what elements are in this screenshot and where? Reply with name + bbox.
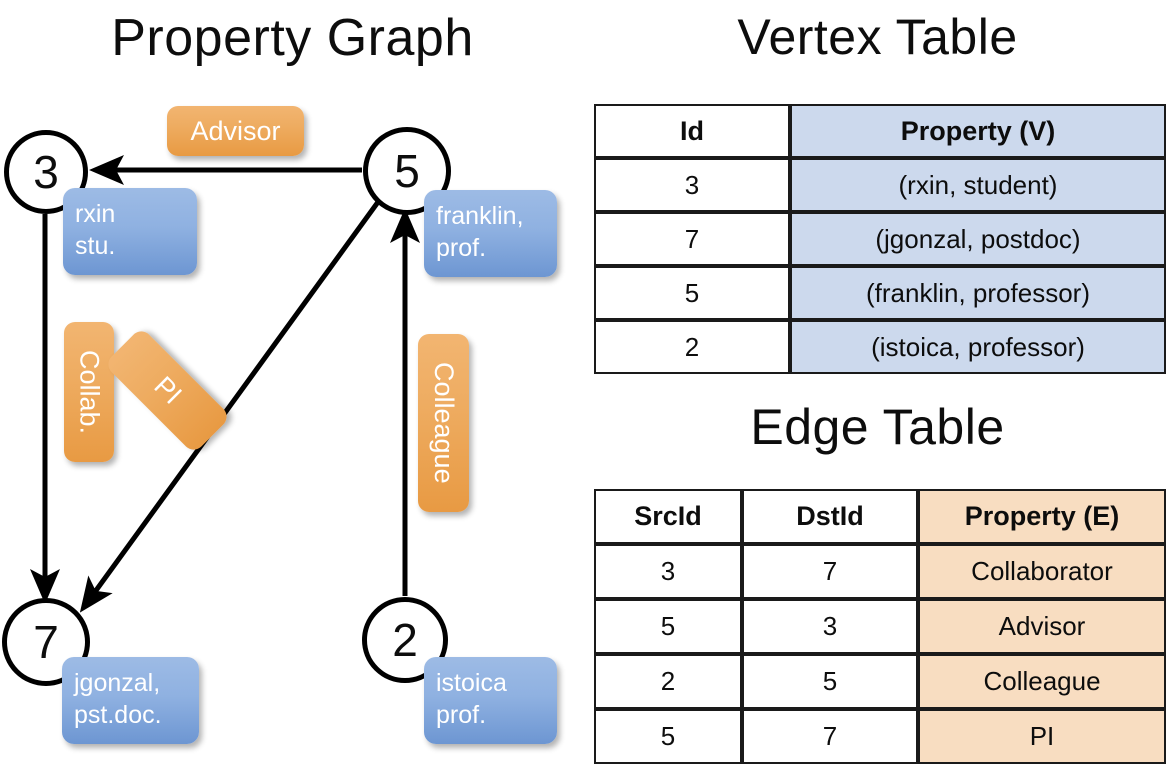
vertex-property-callout-franklin: franklin, prof. [424, 190, 557, 277]
table-row: 2 5 Colleague [594, 654, 1166, 709]
edge-label-colleague: Colleague [418, 334, 469, 512]
edge-label-colleague-text: Colleague [429, 362, 459, 484]
edge-property-cell: Collaborator [918, 544, 1166, 599]
edge-label-collab: Collab. [64, 322, 114, 462]
edge-label-advisor: Advisor [167, 106, 304, 156]
edge-dst-cell: 7 [742, 544, 918, 599]
graph-node-7-label: 7 [33, 616, 59, 668]
vertex-property-role: prof. [436, 701, 487, 729]
vertex-property-cell: (istoica, professor) [790, 320, 1166, 374]
edge-table-header-row: SrcId DstId Property (E) [594, 489, 1166, 544]
vertex-property-cell: (franklin, professor) [790, 266, 1166, 320]
edge-dst-cell: 7 [742, 709, 918, 764]
vertex-table-header-id: Id [594, 104, 790, 158]
vertex-table-title: Vertex Table [737, 9, 1018, 65]
vertex-property-name: rxin [75, 200, 116, 228]
vertex-property-role: pst.doc. [74, 701, 162, 729]
edge-src-cell: 5 [594, 709, 742, 764]
vertex-property-role: stu. [75, 232, 116, 260]
edge-src-cell: 2 [594, 654, 742, 709]
table-row: 3 7 Collaborator [594, 544, 1166, 599]
edge-dst-cell: 5 [742, 654, 918, 709]
vertex-property-cell: (jgonzal, postdoc) [790, 212, 1166, 266]
vertex-id-cell: 5 [594, 266, 790, 320]
edge-table-header-dstid: DstId [742, 489, 918, 544]
vertex-property-name: franklin, [436, 202, 524, 230]
property-graph-diagram: 3 5 7 2 rxin stu. franklin, prof. jgonza… [0, 0, 585, 760]
table-row: 7 (jgonzal, postdoc) [594, 212, 1166, 266]
edge-src-cell: 5 [594, 599, 742, 654]
vertex-id-cell: 2 [594, 320, 790, 374]
edge-src-cell: 3 [594, 544, 742, 599]
table-row: 5 7 PI [594, 709, 1166, 764]
graph-node-5-label: 5 [394, 145, 420, 197]
edge-label-advisor-text: Advisor [190, 115, 281, 146]
edge-property-cell: Colleague [918, 654, 1166, 709]
vertex-table-header-row: Id Property (V) [594, 104, 1166, 158]
edge-property-cell: PI [918, 709, 1166, 764]
graph-edges-svg [30, 155, 420, 613]
vertex-property-callout-jgonzal: jgonzal, pst.doc. [62, 657, 199, 744]
table-row: 5 3 Advisor [594, 599, 1166, 654]
vertex-table-header-property: Property (V) [790, 104, 1166, 158]
edge-table-title: Edge Table [750, 399, 1005, 455]
vertex-property-callout-rxin: rxin stu. [63, 188, 197, 275]
vertex-property-name: jgonzal, [74, 669, 161, 697]
vertex-property-name: istoica [436, 669, 507, 697]
edge-table-header-srcid: SrcId [594, 489, 742, 544]
edge-table-header-property: Property (E) [918, 489, 1166, 544]
edge-dst-cell: 3 [742, 599, 918, 654]
vertex-id-cell: 3 [594, 158, 790, 212]
table-row: 5 (franklin, professor) [594, 266, 1166, 320]
vertex-property-cell: (rxin, student) [790, 158, 1166, 212]
graph-node-2[interactable]: 2 [362, 597, 448, 683]
vertex-id-cell: 7 [594, 212, 790, 266]
property-graph-title: Property Graph [111, 9, 474, 67]
edge-property-cell: Advisor [918, 599, 1166, 654]
edge-5-to-7-pi [79, 200, 381, 613]
edge-label-collab-text: Collab. [74, 349, 105, 435]
table-row: 3 (rxin, student) [594, 158, 1166, 212]
vertex-property-callout-istoica: istoica prof. [424, 657, 557, 744]
edge-label-pi-text: PI [148, 370, 188, 410]
table-row: 2 (istoica, professor) [594, 320, 1166, 374]
vertex-table: Id Property (V) 3 (rxin, student) 7 (jgo… [594, 104, 1166, 374]
graph-node-2-label: 2 [392, 614, 418, 666]
graph-node-3-label: 3 [33, 146, 59, 198]
vertex-property-role: prof. [436, 234, 487, 262]
edge-table: SrcId DstId Property (E) 3 7 Collaborato… [594, 489, 1166, 764]
